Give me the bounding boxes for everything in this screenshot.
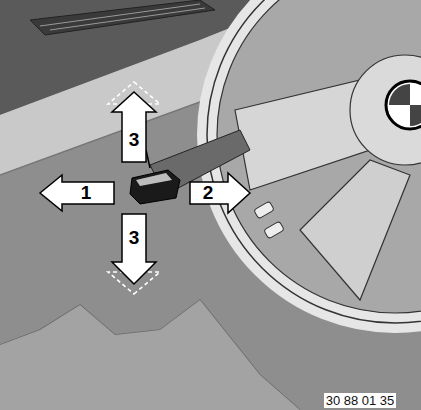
left-arrow	[40, 175, 114, 211]
wheel-hub	[350, 55, 421, 165]
callout-number-holder: 3	[129, 129, 140, 151]
callout-number: 3	[129, 129, 140, 151]
vent-slat	[40, 4, 200, 26]
wheel-button	[264, 221, 285, 239]
callout-number-holder: 1	[81, 182, 92, 204]
brand-logo	[386, 81, 421, 129]
rim-edge	[207, 0, 421, 323]
wheel-spoke	[300, 160, 410, 300]
wheel-inner	[217, 0, 421, 313]
air-vent	[30, 0, 215, 35]
callout-number: 2	[203, 182, 214, 204]
adjustment-lever	[130, 170, 180, 204]
floor-outline	[0, 300, 300, 410]
up-arrow	[112, 92, 156, 162]
wheel-spoke	[235, 80, 370, 190]
logo-quarter	[389, 84, 410, 105]
logo-quarter	[410, 105, 421, 126]
vent-slat	[50, 8, 205, 30]
right-arrow	[190, 173, 250, 213]
down-arrow	[112, 214, 156, 284]
lever-highlight	[136, 173, 172, 186]
callout-number: 3	[129, 227, 140, 249]
floor	[0, 300, 300, 410]
figure-code: 30 88 01 35	[324, 393, 397, 408]
wheel-button	[254, 201, 275, 219]
callout-number: 1	[81, 182, 92, 204]
callout-number-holder: 3	[129, 227, 140, 249]
steering-wheel-rim	[207, 0, 421, 323]
figure-code-holder: 30 88 01 35	[324, 391, 397, 409]
callout-number-holder: 2	[203, 182, 214, 204]
